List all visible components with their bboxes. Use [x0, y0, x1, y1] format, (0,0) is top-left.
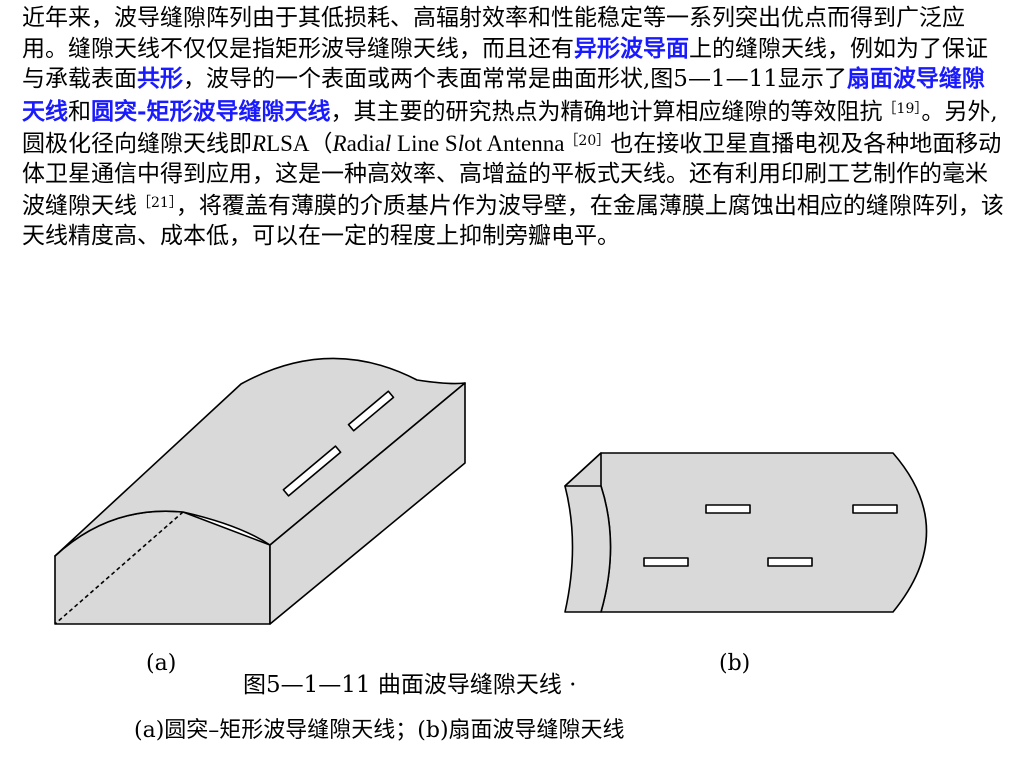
citation-21: ［21］: [137, 195, 176, 211]
text-s8: ，将覆盖有薄膜的介质基片作为波导壁，在金属薄膜上腐蚀出相应的缝隙阵列，该天线精度…: [22, 193, 1004, 249]
citation-20: ［20］: [564, 133, 611, 149]
slot-3: [643, 557, 689, 567]
keyword-irregular-waveguide: 异形波导面: [574, 34, 689, 62]
slot-2: [852, 504, 898, 514]
text-s6: 。另外,圆极化径向缝隙天线即: [22, 98, 998, 158]
text-s3: ，波导的一个表面或两个表面常常是曲面形状,图5—1—11显示了: [183, 66, 847, 92]
text-s4: 和: [68, 98, 91, 125]
figure-diagrams: [54, 357, 928, 625]
body-paragraph: 近年来，波导缝隙阵列由于其低损耗、高辐射效率和性能稳定等一系列突出优点而得到广泛…: [22, 4, 1007, 251]
text-s7: 也在接收卫星直播电视及各种地面移动体卫星通信中得到应用，这是一种高效率、高增益的…: [22, 131, 1002, 219]
slot-1: [705, 504, 751, 514]
figure-caption: 图5—1—11 曲面波导缝隙天线 ·: [243, 672, 577, 698]
text-s1: 近年来，波导缝隙阵列由于其低损耗、高辐射效率和性能稳定等一系列突出优点而得到广泛…: [22, 5, 965, 62]
text-s2: 上的缝隙天线，例如为了保证与承载表面: [22, 35, 988, 93]
ridge-rect-waveguide-drawing: [54, 357, 466, 625]
sector-waveguide-drawing: [564, 452, 928, 613]
label-b: (b): [719, 651, 751, 676]
keyword-sector-waveguide: 扇面波导缝隙天线: [22, 65, 985, 125]
keyword-conformal: 共形: [137, 65, 183, 92]
text-s5: ，其主要的研究热点为精确地计算相应缝隙的等效阻抗: [330, 98, 883, 125]
antenna-l1: l: [384, 131, 392, 156]
antenna-r: R: [332, 131, 347, 156]
rlsa-r: R: [252, 131, 267, 156]
slot-4: [767, 557, 813, 567]
slot-upper: [347, 390, 395, 432]
rlsa-rest: LSA（: [266, 131, 333, 156]
label-a: (a): [146, 651, 177, 676]
figure-subcaption: (a)圆突–矩形波导缝隙天线；(b)扇面波导缝隙天线: [134, 718, 625, 743]
antenna-1: adia: [346, 131, 385, 156]
slot-lower: [282, 445, 342, 497]
end-face: [564, 452, 612, 613]
keyword-ridge-rect-waveguide: 圆突-矩形波导缝隙天线: [91, 97, 331, 125]
antenna-l2: l: [457, 131, 465, 156]
hidden-edge: [54, 511, 184, 625]
antenna-3: ot Antenna: [464, 131, 565, 156]
citation-19: ［19］: [882, 100, 922, 117]
antenna-2: Line S: [391, 131, 458, 156]
end-face: [269, 382, 466, 625]
curved-body: [564, 452, 928, 613]
